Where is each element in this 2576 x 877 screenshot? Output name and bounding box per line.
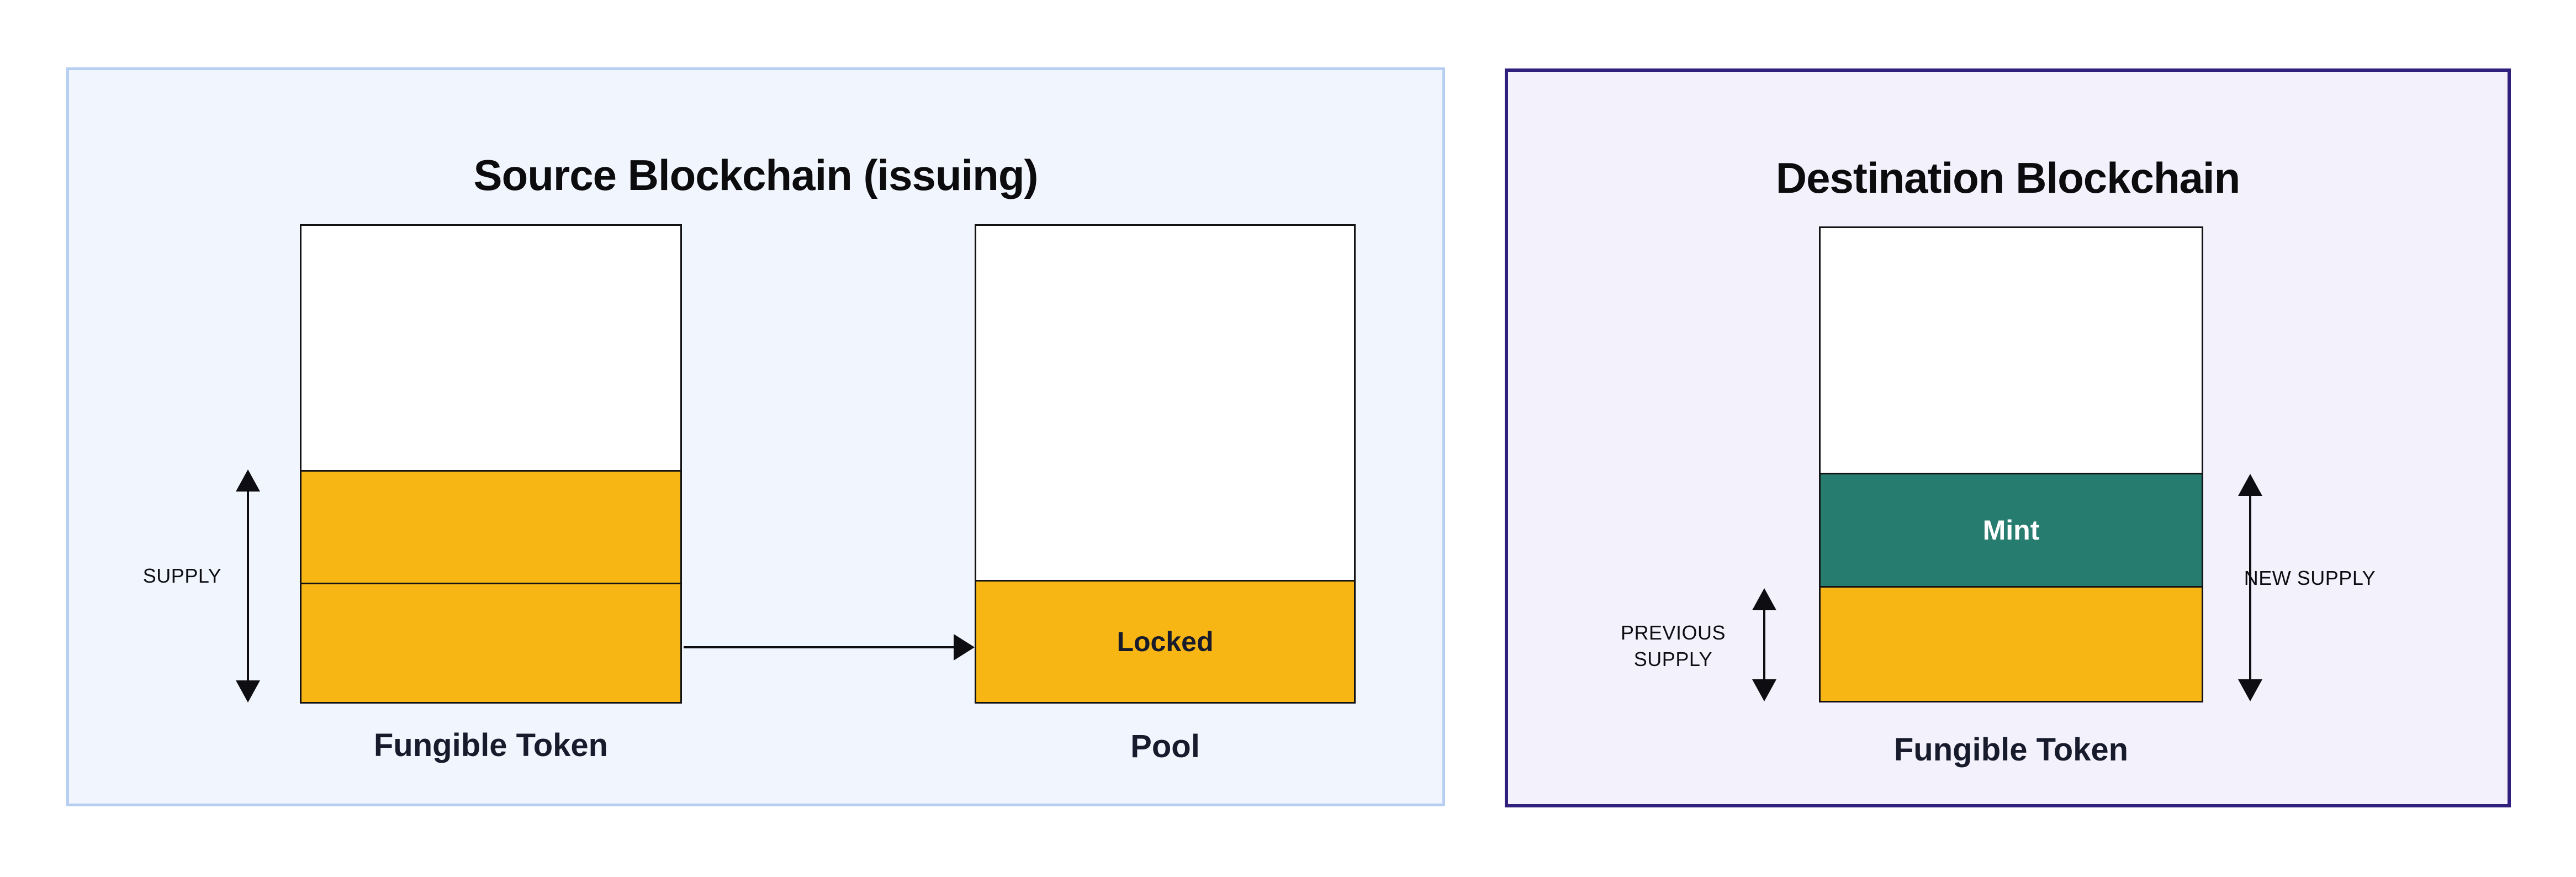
supply-range-arrow xyxy=(236,469,260,702)
destination-panel-title: Destination Blockchain xyxy=(1775,153,2241,202)
source-token-supply-upper-segment xyxy=(301,470,680,583)
arrow-right-icon xyxy=(954,634,975,661)
arrow-up-icon xyxy=(236,469,260,492)
arrow-up-icon xyxy=(1752,588,1776,610)
arrow-shaft xyxy=(684,646,956,648)
destination-token-mint-segment: Mint xyxy=(1821,473,2202,586)
destination-token-unissued-segment xyxy=(1821,228,2202,473)
pool-caption: Pool xyxy=(1130,728,1200,764)
locked-label: Locked xyxy=(1117,626,1214,657)
source-fungible-token-box xyxy=(300,224,682,704)
source-token-supply-lower-segment xyxy=(301,583,680,702)
source-panel-title: Source Blockchain (issuing) xyxy=(473,150,1039,199)
pool-empty-segment xyxy=(976,226,1354,580)
supply-label: SUPPLY xyxy=(142,564,222,587)
arrow-down-icon xyxy=(236,680,260,702)
source-pool-box: Locked xyxy=(975,224,1356,704)
arrow-down-icon xyxy=(1752,679,1776,701)
source-token-unissued-segment xyxy=(301,226,680,470)
previous-supply-label: PREVIOUS SUPPLY xyxy=(1620,621,1726,670)
new-supply-label: NEW SUPPLY xyxy=(2244,567,2376,589)
destination-token-previous-supply-segment xyxy=(1821,586,2202,701)
arrow-down-icon xyxy=(2238,679,2262,701)
arrow-up-icon xyxy=(2238,474,2262,496)
arrow-shaft xyxy=(247,488,249,684)
arrow-shaft xyxy=(2249,493,2251,683)
previous-supply-range-arrow xyxy=(1752,588,1776,701)
pool-locked-segment: Locked xyxy=(976,580,1354,702)
mint-label: Mint xyxy=(1982,515,2040,546)
lock-transfer-arrow xyxy=(684,634,975,661)
destination-fungible-token-caption: Fungible Token xyxy=(1893,732,2129,768)
source-fungible-token-caption: Fungible Token xyxy=(373,727,609,763)
destination-fungible-token-box: Mint xyxy=(1819,226,2203,702)
arrow-shaft xyxy=(1763,607,1765,683)
new-supply-range-arrow xyxy=(2238,474,2262,701)
